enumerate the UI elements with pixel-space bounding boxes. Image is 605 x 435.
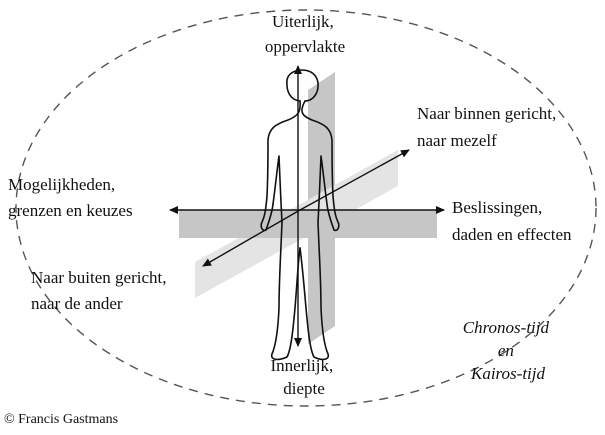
label-lower-left: Naar buiten gericht, naar de ander [31,268,171,313]
label-left: Mogelijkheden, grenzen en keuzes [8,175,133,220]
label-upper-right: Naar binnen gericht, naar mezelf [417,104,561,150]
label-time: Chronos-tijd en Kairos-tijd [463,318,554,383]
credit-text: © Francis Gastmans [4,412,118,427]
label-right: Beslissingen, daden en effecten [452,198,572,244]
label-top: Uiterlijk, oppervlakte [265,12,345,56]
label-bottom: Innerlijk, diepte [270,356,337,398]
horizontal-plane [179,210,437,238]
